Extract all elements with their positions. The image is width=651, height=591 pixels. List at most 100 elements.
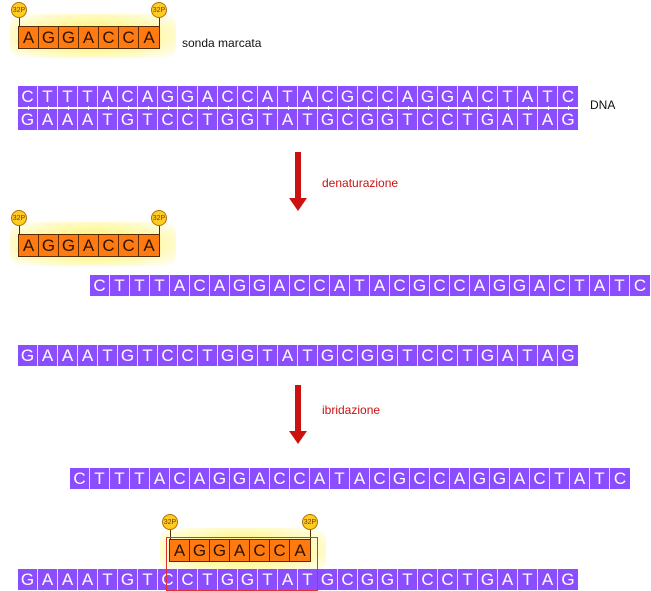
nucleotide: G <box>250 275 270 296</box>
nucleotide: C <box>190 275 210 296</box>
nucleotide: A <box>570 468 590 489</box>
base-pair-tick <box>548 106 549 110</box>
hybridization-region-box <box>166 537 318 591</box>
nucleotide: T <box>538 86 558 107</box>
nucleotide: T <box>90 468 110 489</box>
nucleotide: C <box>158 569 178 590</box>
radioactive-label-icon: 32P <box>151 2 167 18</box>
nucleotide: C <box>438 109 458 130</box>
nucleotide: A <box>330 275 350 296</box>
probe-linker <box>170 528 171 540</box>
nucleotide: C <box>99 235 119 256</box>
nucleotide: A <box>78 109 98 130</box>
nucleotide: T <box>610 275 630 296</box>
nucleotide: A <box>498 109 518 130</box>
nucleotide: T <box>458 569 478 590</box>
nucleotide: C <box>318 86 338 107</box>
nucleotide: C <box>158 345 178 366</box>
nucleotide: G <box>490 468 510 489</box>
nucleotide: A <box>210 275 230 296</box>
nucleotide: A <box>58 569 78 590</box>
denaturation-label: denaturazione <box>322 176 399 190</box>
nucleotide: G <box>210 540 230 561</box>
nucleotide: C <box>170 468 190 489</box>
nucleotide: C <box>218 86 238 107</box>
nucleotide: G <box>318 109 338 130</box>
base-pair-tick <box>268 106 269 110</box>
nucleotide: A <box>510 468 530 489</box>
nucleotide: A <box>470 275 490 296</box>
nucleotide: A <box>530 275 550 296</box>
nucleotide: G <box>478 109 498 130</box>
nucleotide: C <box>430 275 450 296</box>
nucleotide: C <box>70 468 90 489</box>
nucleotide: C <box>290 468 310 489</box>
nucleotide: G <box>210 468 230 489</box>
nucleotide: G <box>561 345 575 365</box>
base-pair-tick <box>508 106 509 110</box>
nucleotide: A <box>230 540 250 561</box>
nucleotide: T <box>110 275 130 296</box>
radioactive-label-icon: 32P <box>11 2 27 18</box>
radioactive-label-icon: 32P <box>162 514 178 530</box>
nucleotide: G <box>378 569 398 590</box>
nucleotide: A <box>79 27 99 48</box>
nucleotide: A <box>250 468 270 489</box>
nucleotide: A <box>58 109 78 130</box>
nucleotide: A <box>150 468 170 489</box>
nucleotide: T <box>518 569 538 590</box>
nucleotide: T <box>298 109 318 130</box>
nucleotide: T <box>150 275 170 296</box>
nucleotide: A <box>138 86 158 107</box>
nucleotide: A <box>350 468 370 489</box>
nucleotide: T <box>130 468 150 489</box>
hybridization-label: ibridazione <box>322 403 381 417</box>
hybridization-arrow <box>295 385 301 433</box>
nucleotide: G <box>118 345 138 366</box>
nucleotide: C <box>270 540 290 561</box>
nucleotide: A <box>78 569 98 590</box>
nucleotide: C <box>310 275 330 296</box>
base-pair-tick <box>328 106 329 110</box>
base-pair-tick <box>448 106 449 110</box>
base-pair-tick <box>308 106 309 110</box>
nucleotide: C <box>90 275 110 296</box>
nucleotide: G <box>238 569 258 590</box>
base-pair-tick <box>248 106 249 110</box>
nucleotide: A <box>98 86 118 107</box>
nucleotide: C <box>418 109 438 130</box>
base-pair-tick <box>148 106 149 110</box>
nucleotide: G <box>470 468 490 489</box>
nucleotide: C <box>550 275 570 296</box>
nucleotide: C <box>18 86 38 107</box>
base-pair-tick <box>128 106 129 110</box>
nucleotide: G <box>118 109 138 130</box>
nucleotide: T <box>138 345 158 366</box>
nucleotide: A <box>19 235 39 256</box>
nucleotide: G <box>230 468 250 489</box>
nucleotide: A <box>38 345 58 366</box>
nucleotide: G <box>478 345 498 366</box>
base-pair-tick <box>368 106 369 110</box>
nucleotide: G <box>338 86 358 107</box>
nucleotide: T <box>38 86 58 107</box>
nucleotide: C <box>178 345 198 366</box>
nucleotide: C <box>270 468 290 489</box>
base-pair-tick <box>388 106 389 110</box>
nucleotide: A <box>143 27 155 47</box>
nucleotide: C <box>338 569 358 590</box>
nucleotide: T <box>58 86 78 107</box>
nucleotide: C <box>370 468 390 489</box>
probe-label: sonda marcata <box>182 36 262 50</box>
nucleotide: A <box>398 86 418 107</box>
dna-label: DNA <box>590 98 616 112</box>
nucleotide: A <box>170 275 190 296</box>
nucleotide: T <box>350 275 370 296</box>
probe-linker <box>19 16 20 28</box>
nucleotide: A <box>79 235 99 256</box>
nucleotide: G <box>318 345 338 366</box>
base-pair-tick <box>408 106 409 110</box>
nucleotide: T <box>590 468 610 489</box>
